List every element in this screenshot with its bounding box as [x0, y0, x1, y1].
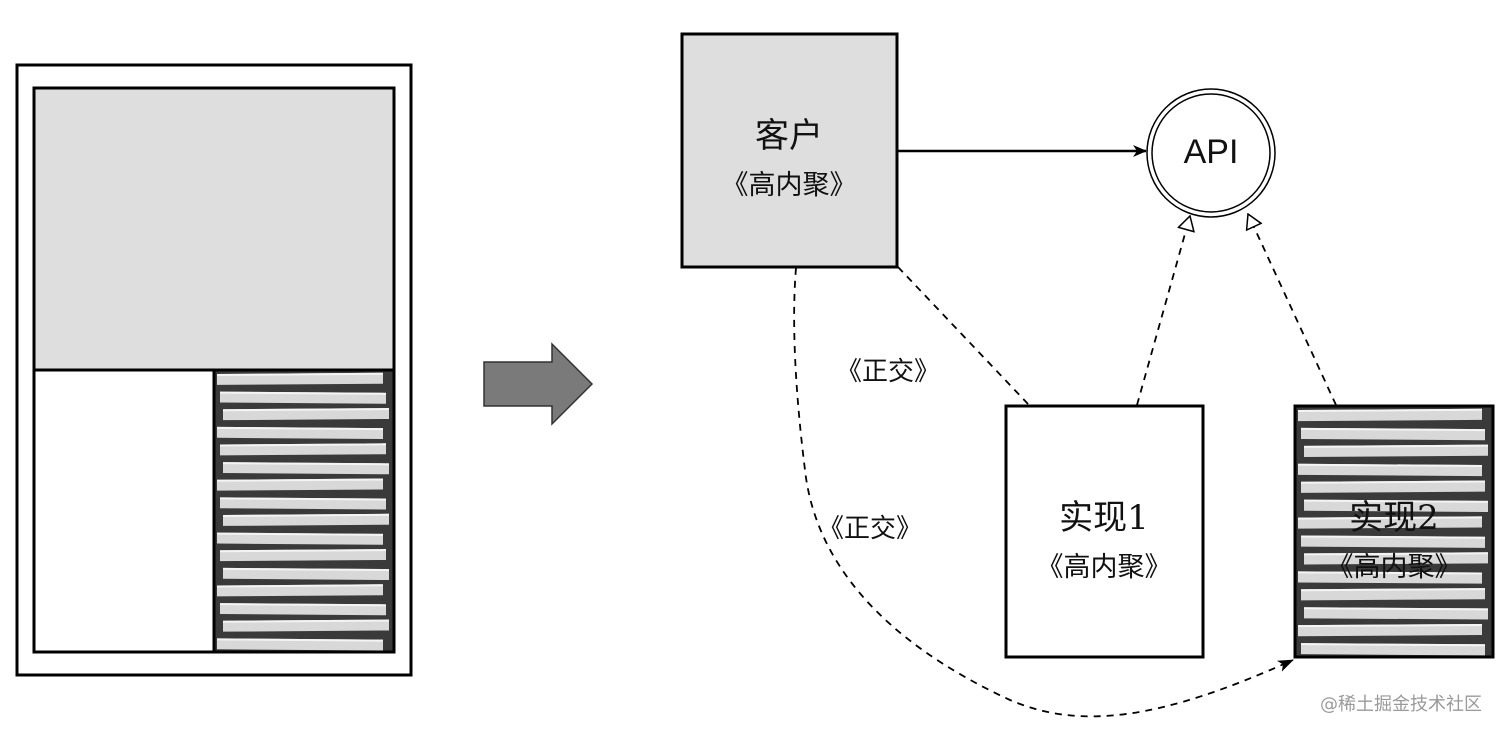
impl1-to-api-realization: [1136, 216, 1190, 406]
edge-label-orthogonal-lower: 《正交》: [818, 514, 923, 544]
stripe: [217, 372, 383, 385]
impl2-box: [1293, 404, 1495, 659]
stripe: [223, 462, 389, 475]
stripe: [1304, 552, 1488, 565]
edge-label-orthogonal-upper: 《正交》: [836, 357, 941, 387]
stripe-highlight: [1297, 571, 1483, 575]
client-title: 客户: [755, 116, 823, 156]
stripe: [223, 567, 389, 581]
stripe-highlight: [1303, 499, 1489, 503]
api-circle: [1146, 88, 1276, 218]
stripe-highlight: [1303, 607, 1489, 611]
impl1-stereotype: 《高内聚》: [1036, 552, 1172, 583]
impl2-stereotype: 《高内聚》: [1326, 552, 1462, 583]
stripe: [1304, 499, 1488, 512]
stripe-highlight: [1300, 535, 1486, 539]
stripe: [1301, 480, 1485, 493]
client-impl1-orthogonal-edge: [897, 266, 1029, 405]
stripe-highlight: [216, 426, 384, 431]
stripe-highlight: [219, 497, 387, 501]
monolith-bottom-left-block: [32, 368, 216, 654]
impl1-box: [1004, 404, 1205, 659]
stripe-highlight: [1300, 427, 1486, 432]
impl2-to-api-realization: [1248, 214, 1337, 406]
stripe-highlight: [219, 391, 387, 395]
stripe-highlight: [1303, 552, 1489, 556]
stripe-highlight: [1297, 516, 1483, 520]
client-box: [680, 32, 899, 269]
client-stereotype: 《高内聚》: [721, 170, 857, 201]
stripe: [223, 513, 389, 526]
stripe-highlight: [216, 584, 384, 588]
client-impl2-orthogonal-edge: [793, 267, 1294, 718]
stripe-highlight: [1300, 588, 1486, 592]
impl2-title: 实现2: [1349, 498, 1439, 538]
stripe-highlight: [219, 603, 387, 607]
stripe-highlight: [1297, 623, 1483, 628]
stripe: [220, 497, 386, 510]
watermark: @稀土掘金技术社区: [1320, 694, 1482, 715]
stripe: [1298, 623, 1482, 637]
stripe: [217, 426, 383, 440]
stripe-highlight: [216, 478, 384, 482]
monolith-illustration: [15, 63, 413, 677]
stripe-highlight: [222, 408, 390, 412]
stripe-highlight: [222, 619, 390, 623]
api-label: API: [1183, 133, 1239, 171]
stripe-highlight: [222, 567, 390, 572]
stripe-highlight: [216, 532, 384, 536]
stripe: [1301, 588, 1485, 601]
stripe-highlight: [222, 462, 390, 466]
stripe: [217, 638, 383, 651]
stripe: [220, 549, 386, 562]
stripe: [1304, 444, 1488, 457]
stripe: [1301, 643, 1485, 656]
stripe: [220, 603, 386, 616]
stripe: [223, 619, 389, 632]
stripe-highlight: [1297, 408, 1483, 412]
stripe: [217, 478, 383, 491]
stripe: [217, 584, 383, 597]
transition-arrow: [483, 342, 594, 426]
stripe-highlight: [1297, 463, 1483, 467]
stripe-highlight: [216, 638, 384, 642]
stripe: [1298, 463, 1482, 477]
impl1-title: 实现1: [1059, 498, 1149, 538]
stripe: [1298, 516, 1482, 529]
monolith-striped-block: [212, 368, 396, 654]
stripe: [1298, 571, 1482, 584]
stripe: [220, 391, 386, 404]
stripe: [217, 532, 383, 545]
stripe: [220, 443, 386, 456]
stripe-highlight: [216, 372, 384, 376]
stripe: [1298, 408, 1482, 422]
stripe-highlight: [219, 443, 387, 447]
stripe-highlight: [222, 513, 390, 517]
monolith-top-block: [32, 86, 396, 372]
stripe-highlight: [1303, 444, 1489, 448]
stripe: [1304, 607, 1488, 620]
stripe: [1301, 427, 1485, 441]
stripe: [1301, 535, 1485, 548]
stripe-highlight: [1300, 643, 1486, 647]
stripe-highlight: [219, 549, 387, 553]
stripe: [223, 408, 389, 421]
stripe-highlight: [1300, 480, 1486, 484]
striped-texture: [1297, 408, 1489, 656]
striped-texture: [216, 372, 390, 651]
